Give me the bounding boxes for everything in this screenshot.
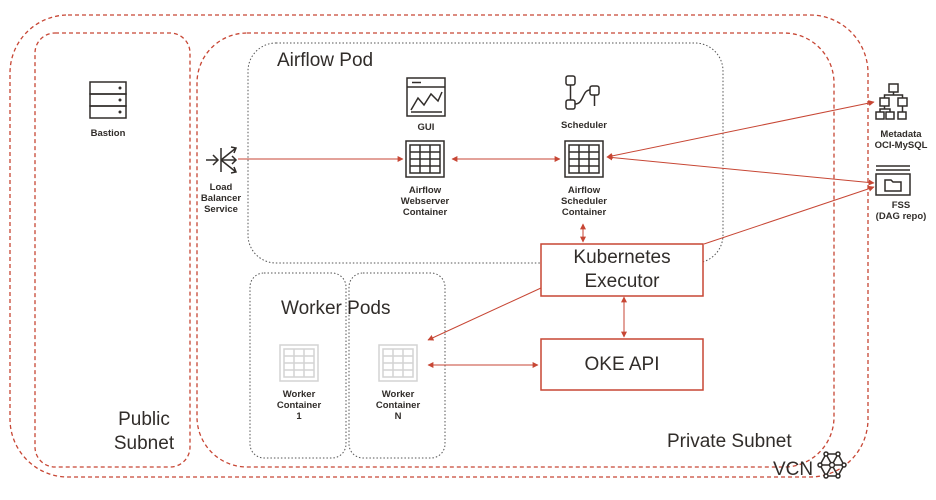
- database-hierarchy-icon: [875, 83, 908, 120]
- kubernetes-executor-label: Kubernetes Executor: [573, 247, 671, 292]
- oke-api-box: [540, 338, 704, 391]
- worker-container-n-label: Worker Container N: [375, 389, 421, 422]
- connector-executor-worker: [427, 287, 542, 341]
- dashboard-chart-icon: [406, 77, 446, 117]
- scheduler-container-icon: [564, 140, 604, 178]
- connector-scheduler-fss: [606, 154, 875, 186]
- server-rack-icon: [89, 81, 127, 119]
- bastion-label: Bastion: [90, 128, 126, 139]
- airflow-pod-boundary: [247, 42, 724, 264]
- oke-api-label: OKE API: [584, 353, 660, 375]
- worker-container-1-icon: [279, 344, 319, 382]
- load-balancer-icon: [206, 146, 238, 174]
- gui-label: GUI: [417, 122, 435, 133]
- fss-label: FSS (DAG repo): [875, 200, 927, 222]
- load-balancer-label: Load Balancer Service: [200, 182, 242, 215]
- kubernetes-executor-box: [540, 243, 704, 297]
- airflow-webserver-label: Airflow Webserver Container: [400, 185, 450, 218]
- private-subnet-boundary: [196, 32, 835, 468]
- worker-container-n-icon: [378, 344, 418, 382]
- vcn-label: VCN: [773, 459, 814, 480]
- worker-container-1-label: Worker Container 1: [276, 389, 322, 422]
- webserver-container-icon: [405, 140, 445, 178]
- connector-executor-fss: [703, 185, 875, 245]
- public-subnet-label: Public Subnet: [113, 409, 175, 454]
- vcn-network-icon: [817, 451, 847, 479]
- vcn-boundary: [9, 14, 869, 478]
- connector-scheduler-metadata: [606, 100, 875, 159]
- connectors: [238, 100, 875, 368]
- worker-pods-label: Worker Pods: [281, 298, 391, 319]
- worker-pod-1-boundary: [249, 272, 347, 459]
- public-subnet-boundary: [34, 32, 191, 468]
- workflow-icon: [565, 75, 600, 110]
- metadata-label: Metadata OCI-MySQL: [874, 129, 928, 151]
- airflow-pod-label: Airflow Pod: [277, 50, 374, 71]
- private-subnet-label: Private Subnet: [667, 431, 792, 452]
- airflow-scheduler-label: Airflow Scheduler Container: [561, 185, 607, 218]
- file-storage-icon: [875, 165, 911, 196]
- scheduler-label: Scheduler: [561, 120, 607, 131]
